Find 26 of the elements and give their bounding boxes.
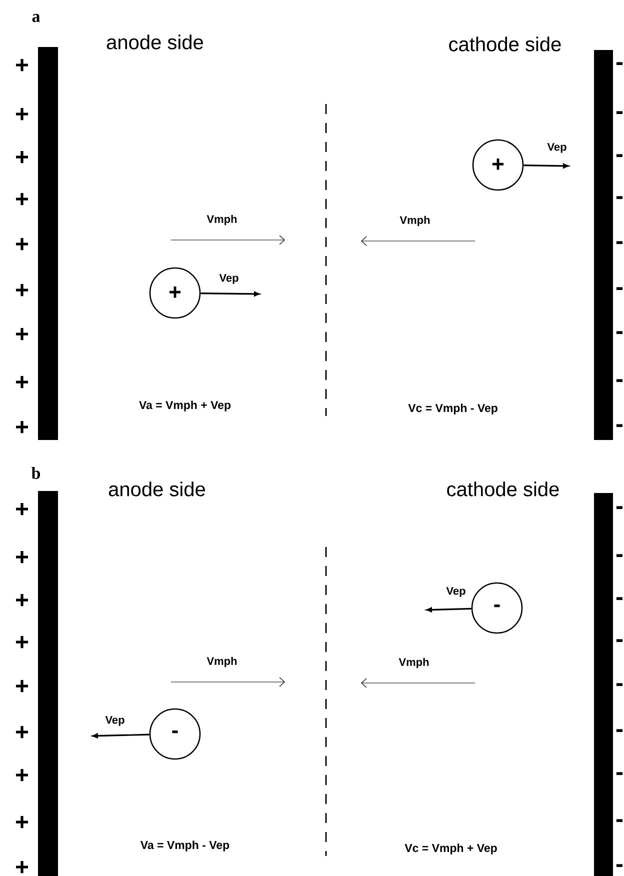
side-label: cathode side xyxy=(447,482,559,496)
arrow xyxy=(200,292,260,296)
velocity-label: Vmph xyxy=(398,658,429,668)
arrow xyxy=(92,733,150,738)
edge-label: Vep xyxy=(547,143,566,153)
panel-letter: a xyxy=(32,14,40,22)
equation: Vc = Vmph - Vep xyxy=(408,404,498,414)
equation: Va = Vmph - Vep xyxy=(140,840,230,852)
arrow xyxy=(524,164,568,168)
edge-label: Vep xyxy=(446,587,466,597)
side-label: anode side xyxy=(108,482,205,496)
electrode-plate xyxy=(594,50,613,440)
charge-sign: + xyxy=(16,420,28,434)
electrode-plate xyxy=(38,47,58,440)
electrode-plate xyxy=(594,493,613,876)
arrow xyxy=(426,607,472,612)
edge-label: Vep xyxy=(219,274,238,284)
electrode-plate xyxy=(38,491,58,876)
panel-letter: b xyxy=(32,467,40,479)
charge-sign: - xyxy=(616,424,623,428)
edge-label: Vep xyxy=(105,716,124,726)
velocity-label: Vmph xyxy=(400,216,430,226)
charge-sign: + xyxy=(16,502,28,516)
charge-sign: - xyxy=(616,506,623,510)
equation: Vc = Vmph + Vep xyxy=(404,844,497,854)
equation: Va = Vmph + Vep xyxy=(139,400,231,412)
